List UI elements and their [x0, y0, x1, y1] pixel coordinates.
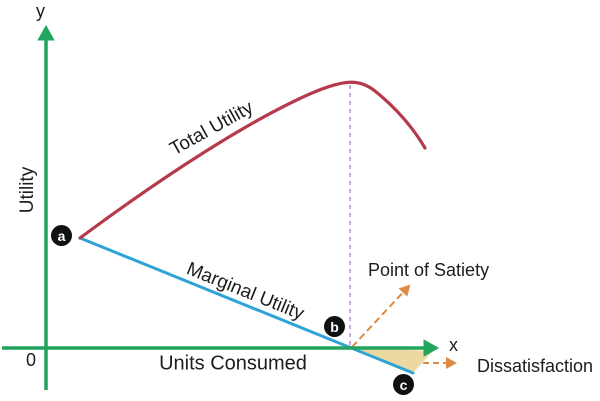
- point-c-badge: c: [393, 374, 414, 395]
- marginal-utility-line: [78, 236, 415, 375]
- x-axis-title: Units Consumed: [159, 352, 307, 375]
- point-b-badge: b: [324, 316, 345, 337]
- satiety-arrow: [351, 284, 411, 348]
- point-a-letter: a: [57, 227, 66, 244]
- y-axis-title: Utility: [17, 166, 38, 214]
- satiety-label: Point of Satiety: [368, 260, 490, 280]
- origin-label: 0: [26, 350, 37, 370]
- dissatisfaction-label: Dissatisfaction: [477, 356, 594, 376]
- point-b-letter: b: [330, 318, 339, 335]
- point-c-letter: c: [399, 376, 408, 393]
- y-axis-letter: y: [36, 1, 45, 21]
- total-utility-curve: [78, 80, 427, 240]
- point-a-badge: a: [51, 225, 72, 246]
- x-axis-letter: x: [449, 335, 458, 355]
- dissatisfaction-area-triangle: [351, 347, 433, 374]
